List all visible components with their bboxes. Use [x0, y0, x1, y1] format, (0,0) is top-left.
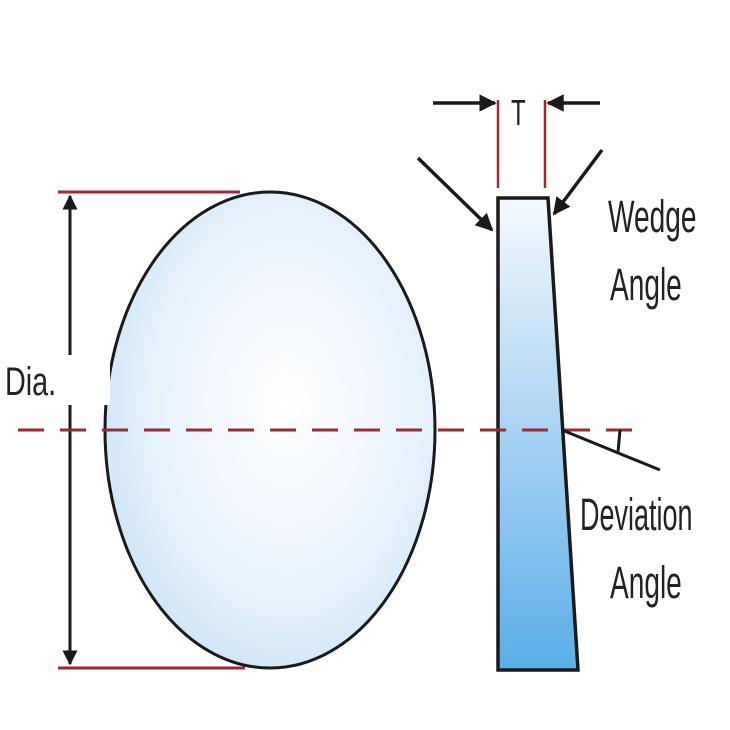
deviation-angle-label-line2: Angle: [610, 557, 682, 607]
diameter-label: Dia.: [5, 361, 56, 404]
wedge-profile: [496, 196, 580, 672]
deviation-angle-label-line1: Deviation: [580, 489, 693, 540]
wedge-angle-label-line1: Wedge: [608, 191, 696, 241]
wedge-angle-label-line2: Angle: [610, 259, 682, 309]
thickness-label: T: [511, 93, 526, 133]
deviation-angle-tick: [616, 429, 622, 453]
wedge-angle-right-arrow: [552, 148, 604, 216]
deviated-ray-line: [561, 428, 661, 472]
wedge-angle-left-arrow: [416, 156, 494, 232]
